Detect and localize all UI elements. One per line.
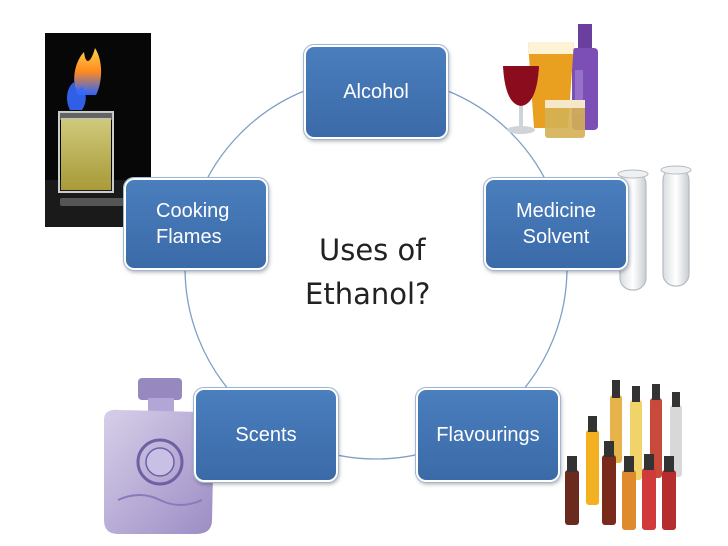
node-alcohol: Alcohol <box>303 44 449 140</box>
node-flavourings: Flavourings <box>415 387 561 483</box>
center-title-line2: Ethanol? <box>305 277 431 311</box>
center-title: Uses of Ethanol? <box>305 228 475 316</box>
node-label: Cooking Flames <box>156 200 230 248</box>
center-title-line1: Uses of <box>319 233 426 267</box>
node-label: Alcohol <box>343 81 409 103</box>
node-scents: Scents <box>193 387 339 483</box>
perfume-bottle-photo <box>104 378 214 534</box>
test-tubes-photo <box>617 165 692 291</box>
node-medicine-solvent: Medicine Solvent <box>483 177 629 271</box>
node-label: Flavourings <box>436 424 540 446</box>
node-cooking-flames: Cooking Flames <box>123 177 269 271</box>
flavouring-bottles-photo <box>565 380 682 530</box>
node-label: Medicine Solvent <box>515 200 597 248</box>
drinks-glasses-photo <box>503 24 598 138</box>
node-label: Scents <box>235 424 297 446</box>
